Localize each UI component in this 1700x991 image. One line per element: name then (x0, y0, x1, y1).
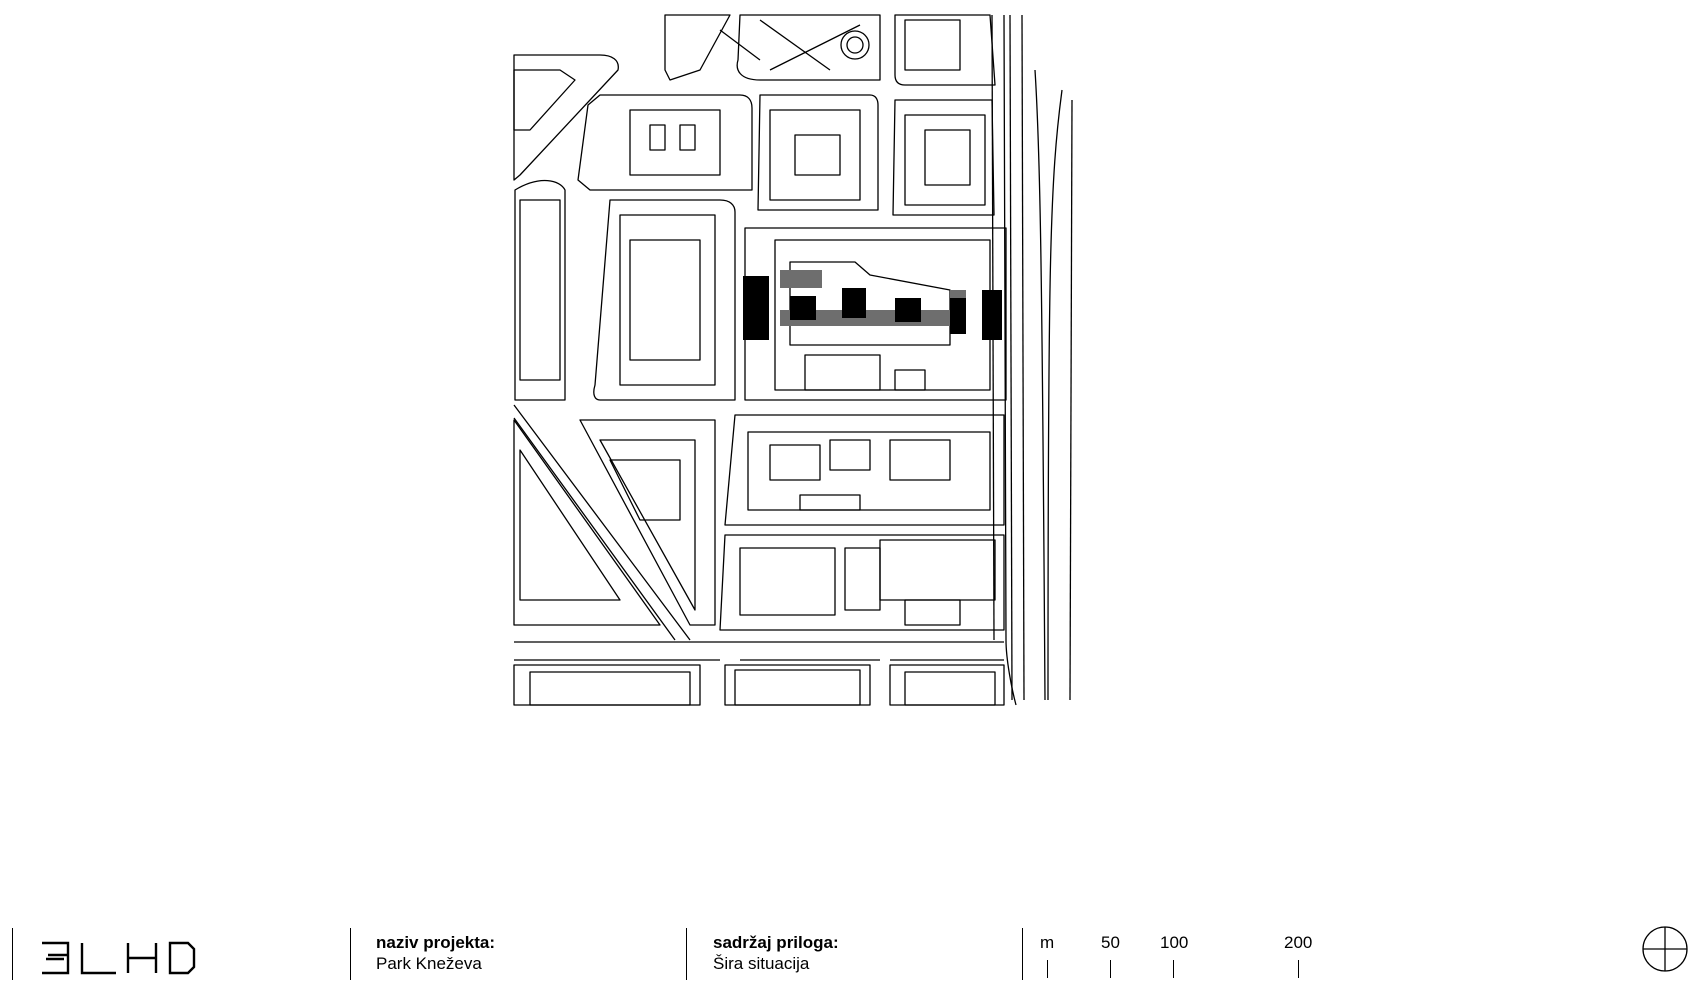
building (844, 547, 881, 611)
project-building-mid (780, 270, 822, 288)
project-building-mid (950, 290, 966, 298)
divider-left (12, 928, 13, 980)
city-block (889, 664, 1005, 706)
railway-line (1009, 14, 1013, 701)
building (904, 599, 961, 626)
city-block (892, 99, 995, 216)
project-building-dark (982, 290, 1002, 340)
building (739, 547, 836, 616)
building (619, 214, 716, 386)
contents-label: sadržaj priloga: (713, 933, 839, 952)
building (794, 134, 841, 176)
scale-label-100: 100 (1160, 933, 1189, 952)
railway-line (1069, 99, 1073, 701)
railway-line (1034, 69, 1046, 701)
project-building-dark (895, 298, 921, 322)
building (799, 494, 861, 511)
project-building-dark (743, 276, 769, 340)
building (513, 69, 576, 131)
roundabout (846, 36, 864, 54)
scale-label-200: 200 (1284, 933, 1313, 952)
city-block (724, 664, 871, 706)
railway-line (1047, 89, 1063, 701)
city-block (736, 14, 881, 81)
building (879, 539, 996, 601)
diagonal-street (513, 404, 691, 641)
roundabout (840, 30, 870, 60)
building (769, 109, 861, 201)
building (904, 114, 986, 206)
north-arrow-icon (1642, 926, 1688, 972)
project-buildings (743, 270, 1002, 340)
city-block (514, 179, 566, 401)
railway-line (1021, 14, 1025, 701)
scale-tick (1298, 960, 1299, 978)
park-path (719, 19, 861, 71)
3lhd-logo (42, 941, 196, 975)
building (519, 449, 621, 601)
building (629, 109, 721, 176)
building (649, 124, 696, 151)
divider-contents (686, 928, 687, 980)
city-block (579, 419, 716, 626)
project-label: naziv projekta: (376, 933, 496, 952)
contents-value: Šira situacija (713, 954, 810, 973)
building (609, 459, 681, 521)
building (769, 439, 951, 481)
divider-project (350, 928, 351, 980)
city-block (894, 14, 996, 86)
project-building-dark (950, 296, 966, 334)
building (599, 439, 696, 611)
city-block (724, 414, 1005, 526)
building (734, 669, 861, 706)
project-building-dark (842, 288, 866, 318)
city-block (513, 419, 661, 626)
building (747, 431, 991, 511)
building (529, 671, 691, 706)
building (629, 239, 701, 361)
building (774, 239, 991, 391)
city-block (513, 664, 701, 706)
city-block (593, 199, 736, 401)
building (804, 354, 926, 391)
project-building-dark (790, 296, 816, 320)
site-plan-map (513, 14, 1073, 706)
building (924, 129, 971, 186)
building (904, 671, 996, 706)
city-block (757, 94, 879, 211)
project-block (744, 227, 1007, 401)
divider-scale (1022, 928, 1023, 980)
city-block (664, 14, 731, 81)
city-block (513, 54, 619, 181)
project-name: Park Kneževa (376, 954, 482, 973)
city-block (719, 534, 1005, 631)
building (904, 19, 961, 71)
scale-unit: m (1040, 933, 1055, 952)
scale-tick (1047, 960, 1048, 978)
road-edge (1003, 14, 1017, 706)
scale-tick (1173, 960, 1174, 978)
scale-label-50: 50 (1101, 933, 1120, 952)
city-block (577, 94, 753, 191)
scale-tick (1110, 960, 1111, 978)
building (519, 199, 561, 381)
